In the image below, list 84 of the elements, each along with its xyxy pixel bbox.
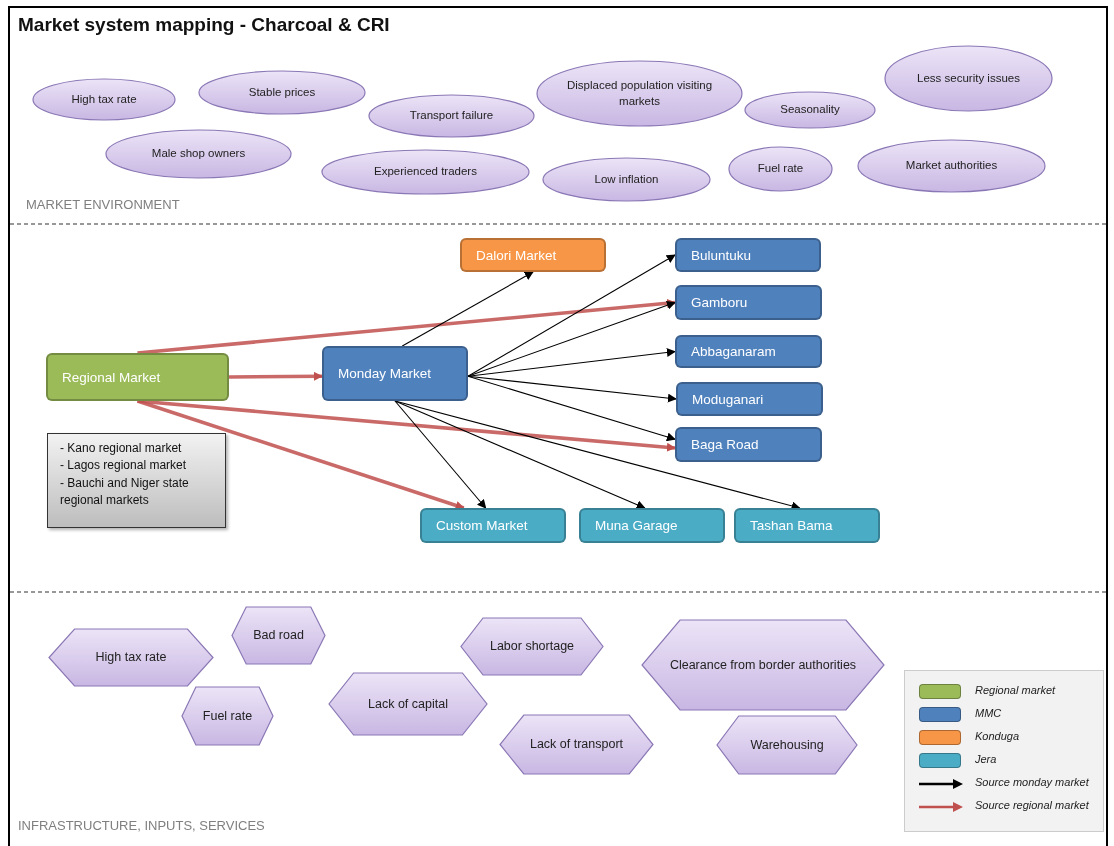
- oval-node: [542, 157, 711, 202]
- hexagon-node: [641, 619, 885, 711]
- hexagon-node: [460, 617, 604, 676]
- node-label: Clearance from border authorities: [668, 656, 858, 674]
- node-label: Lack of capital: [367, 695, 449, 713]
- node-label: Transport failure: [408, 108, 495, 124]
- oval-node: [32, 78, 176, 121]
- note-item: - Bauchi and Niger state regional markets: [60, 474, 190, 510]
- note-item: - Lagos regional market: [60, 457, 188, 475]
- arrow: [137, 298, 676, 355]
- node-label: Male shop owners: [150, 146, 247, 162]
- node-label: Less security issues: [916, 70, 1021, 86]
- node-label: Fuel rate: [756, 161, 805, 177]
- hexagon-node: [499, 714, 654, 775]
- note-box: [47, 433, 226, 528]
- legend-label: Regional market: [975, 684, 1056, 696]
- node-label: Warehousing: [749, 736, 825, 754]
- arrow: [467, 301, 676, 377]
- note-item: - Kano regional market: [60, 440, 183, 457]
- node-label: High tax rate: [94, 649, 168, 667]
- hexagon-node: [716, 715, 858, 775]
- oval-node: [884, 45, 1053, 112]
- market-name: Muna Garage: [595, 518, 679, 533]
- arrow: [394, 400, 487, 509]
- oval-node: [744, 91, 876, 129]
- market-box: [675, 285, 822, 320]
- market-box: [460, 238, 606, 272]
- node-label: High tax rate: [70, 91, 138, 107]
- node-label: Fuel rate: [201, 707, 254, 725]
- node-label: Stable prices: [247, 84, 317, 100]
- legend-label: Source regional market: [975, 799, 1089, 811]
- market-name: Gamboru: [691, 295, 749, 310]
- node-label: Low inflation: [593, 171, 660, 187]
- oval-node: [857, 139, 1046, 193]
- arrow: [394, 400, 801, 511]
- legend-label: Jera: [975, 753, 997, 765]
- hexagon-node: [328, 672, 488, 736]
- node-label: Experienced traders: [373, 164, 478, 180]
- market-name: Custom Market: [436, 518, 529, 533]
- market-name: Tashan Bama: [750, 518, 834, 533]
- hexagon-node: [231, 606, 326, 665]
- market-name: Moduganari: [692, 391, 765, 407]
- arrow: [467, 254, 676, 377]
- arrow: [401, 271, 534, 347]
- market-box: [734, 508, 880, 543]
- market-name: Baga Road: [691, 437, 760, 452]
- node-label: Displaced population visiting markets: [565, 78, 714, 109]
- oval-node: [321, 149, 530, 195]
- market-box: [579, 508, 725, 543]
- arrow: [229, 371, 323, 381]
- legend-label: MMC: [975, 707, 1002, 719]
- market-box: [675, 427, 822, 462]
- arrow: [136, 399, 465, 510]
- market-box: [675, 238, 821, 272]
- hexagon-node: [48, 628, 214, 687]
- market-name: Abbaganaram: [691, 344, 777, 359]
- node-label: Market authorities: [904, 158, 999, 174]
- node-label: Lack of transport: [528, 736, 625, 754]
- oval-node: [728, 146, 833, 192]
- market-box: [322, 346, 468, 401]
- oval-node: [368, 94, 535, 138]
- market-name: Buluntuku: [691, 247, 753, 263]
- market-name: Dalori Market: [476, 247, 558, 263]
- market-box: [46, 353, 229, 401]
- legend-label: Source monday market: [975, 776, 1089, 788]
- arrow: [467, 375, 676, 442]
- market-box: [676, 382, 823, 416]
- legend-label: Konduga: [975, 730, 1020, 742]
- market-box: [420, 508, 566, 543]
- node-label: Labor shortage: [488, 638, 576, 656]
- oval-node: [105, 129, 292, 179]
- hexagon-node: [181, 686, 274, 746]
- oval-node: [198, 70, 366, 115]
- arrow: [467, 348, 676, 377]
- node-label: Seasonality: [779, 102, 841, 118]
- diagram-title: Market system mapping - Charcoal & CRI: [18, 14, 390, 36]
- arrow: [394, 400, 646, 509]
- oval-node: [536, 60, 743, 127]
- section-label: MARKET ENVIRONMENT: [26, 197, 180, 212]
- node-label: Bad road: [252, 627, 305, 645]
- market-name: Regional Market: [62, 369, 162, 385]
- market-box: [675, 335, 822, 368]
- market-name: Monday Market: [338, 366, 433, 381]
- section-label: INFRASTRUCTURE, INPUTS, SERVICES: [18, 818, 265, 833]
